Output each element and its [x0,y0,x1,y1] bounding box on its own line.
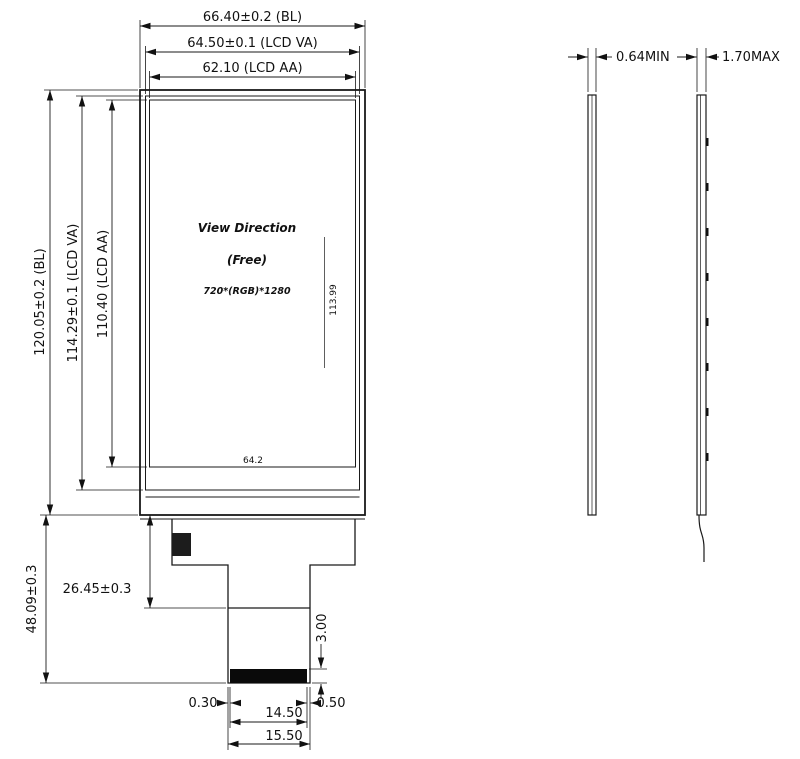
label-resolution: 720*(RGB)*1280 [203,286,291,297]
side-view-lcd: 0.64MIN [568,48,670,516]
dim-width-bl: 66.40±0.2 (BL) [203,10,302,25]
bezel-lines [140,496,365,520]
connector-bar [230,669,307,683]
tail-extension-lines [40,607,327,750]
dim-height-va: 114.29±0.1 (LCD VA) [66,224,81,363]
dim-height-aa: 110.40 (LCD AA) [96,230,111,338]
side-view-module: 1.70MAX [677,48,780,562]
dim-offset-right: 0.50 [317,696,346,711]
front-view: 66.40±0.2 (BL) 64.50±0.1 (LCD VA) 62.10 … [25,10,366,750]
dim-thickness-max: 1.70MAX [722,50,780,65]
left-extension-lines [40,89,147,516]
top-extension-lines [139,20,366,98]
module-thickness-extension-lines [696,48,707,92]
backlight-outline [139,89,366,516]
dim-thickness-min: 0.64MIN [616,50,670,65]
lcd-aa-outline [149,99,356,468]
dim-connector-width: 14.50 [265,706,302,721]
label-view-mode: (Free) [227,253,267,267]
dim-tail-upper: 26.45±0.3 [63,582,132,597]
tail-dimensions: 48.09±0.3 26.45±0.3 3.00 0.30 0.50 14.50… [25,515,345,750]
display-labels: View Direction (Free) 720*(RGB)*1280 113… [198,221,339,466]
fpc-tail-line [698,514,705,562]
left-dimensions: 120.05±0.2 (BL) 114.29±0.1 (LCD VA) 110.… [33,89,147,516]
module-section-strip [696,94,707,516]
dim-offset-left: 0.30 [189,696,218,711]
module-outline [139,89,366,684]
dim-tail-total: 48.09±0.3 [25,565,40,634]
fpc-tail-outline [171,519,356,684]
lcd-va-outline [145,95,360,491]
top-dimensions: 66.40±0.2 (BL) 64.50±0.1 (LCD VA) 62.10 … [139,10,366,98]
dim-width-aa: 62.10 (LCD AA) [202,61,302,76]
dim-connector-height: 3.00 [315,614,330,643]
dim-width-va: 64.50±0.1 (LCD VA) [187,36,317,51]
label-view-direction: View Direction [198,221,296,235]
dim-tail-width: 15.50 [265,729,302,744]
dim-inner-height: 113.99 [329,284,339,316]
component-bumps [706,138,709,461]
dim-height-bl: 120.05±0.2 (BL) [33,248,48,356]
lcd-thickness-extension-lines [587,48,597,92]
dim-inner-width: 64.2 [243,456,263,466]
fpc-pad [172,533,191,556]
